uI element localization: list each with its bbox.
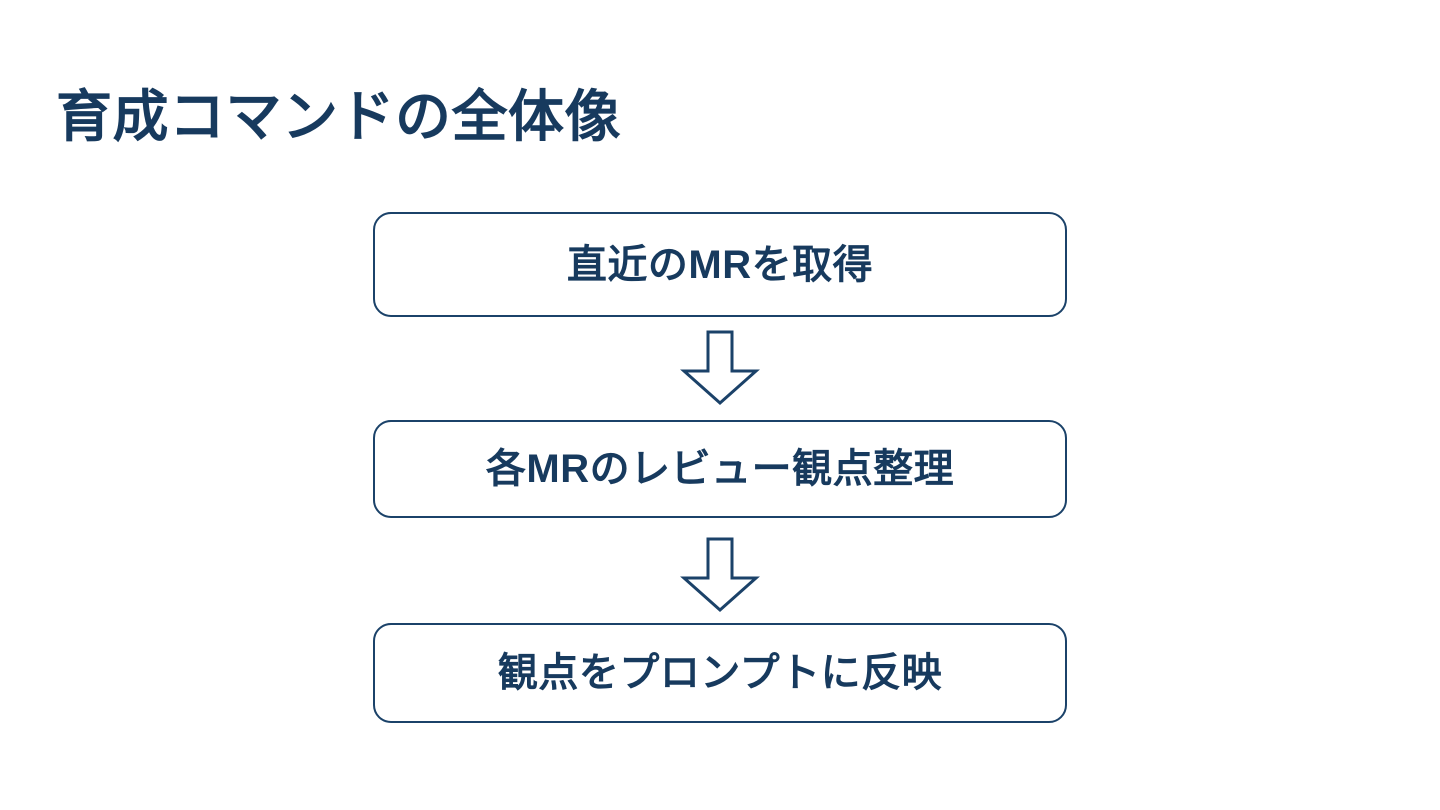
flow-node-2-label: 各MRのレビュー観点整理	[485, 447, 955, 491]
flow-diagram: 直近のMRを取得 各MRのレビュー観点整理 観点をプロンプトに反映	[373, 212, 1067, 724]
arrow-down-block-icon	[680, 537, 760, 613]
arrow-down-block-icon	[680, 330, 760, 406]
flow-node-3-label: 観点をプロンプトに反映	[497, 651, 943, 695]
flow-node-2[interactable]: 各MRのレビュー観点整理	[373, 420, 1067, 518]
page-title: 育成コマンドの全体像	[56, 85, 621, 148]
flow-node-1-label: 直近のMRを取得	[566, 242, 874, 287]
flow-node-3[interactable]: 観点をプロンプトに反映	[373, 623, 1067, 723]
flow-node-1[interactable]: 直近のMRを取得	[373, 212, 1067, 317]
